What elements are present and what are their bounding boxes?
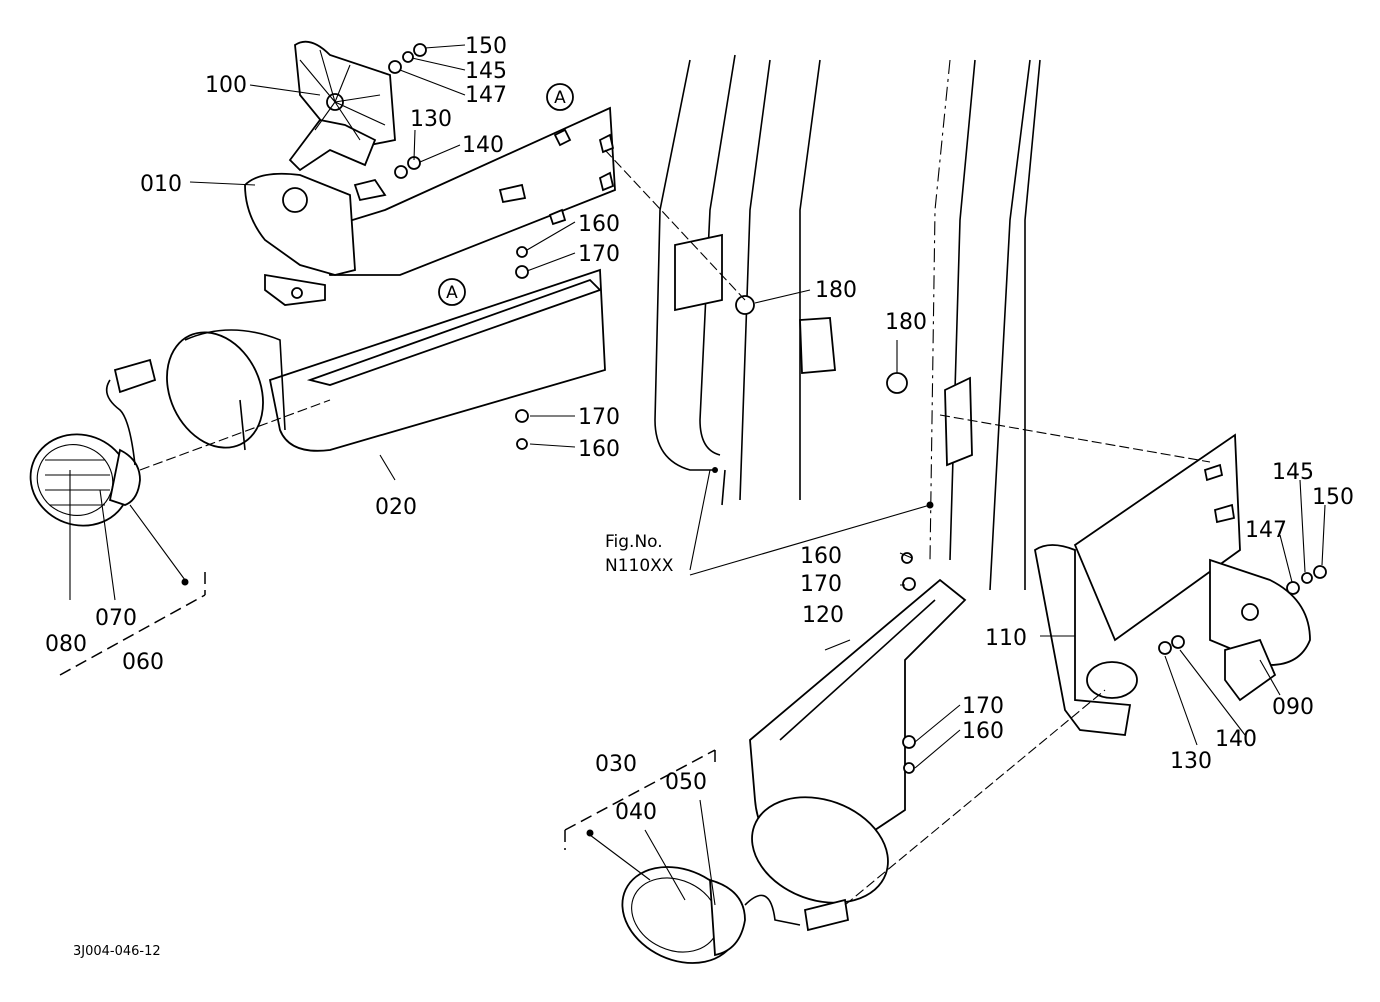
callout-170-b: 170 [578, 405, 620, 430]
housing-020 [166, 268, 606, 452]
callout-170-a: 170 [578, 242, 620, 267]
reference-dots [181, 467, 934, 837]
callout-030: 030 [595, 752, 637, 777]
callout-130-right: 130 [1170, 749, 1212, 774]
callout-020: 020 [375, 495, 417, 520]
callout-147-left: 147 [465, 83, 507, 108]
figure-ref-line2: N110XX [605, 556, 674, 576]
lamp-030 [621, 866, 850, 964]
callout-040: 040 [615, 800, 657, 825]
bracket-010 [244, 106, 616, 306]
callout-140-left: 140 [462, 133, 504, 158]
callout-060: 060 [122, 650, 164, 675]
lamp-060 [29, 358, 157, 527]
callout-070: 070 [95, 606, 137, 631]
frame-pillar [654, 54, 1041, 591]
callout-150-right: 150 [1312, 485, 1354, 510]
callout-100: 100 [205, 73, 247, 98]
callout-180-a: 180 [815, 278, 857, 303]
marker-a-top: A [546, 83, 574, 111]
hardware [388, 43, 1327, 774]
marker-a-mid: A [438, 278, 466, 306]
figure-ref-line1: Fig.No. [605, 532, 663, 552]
reflector-090 [1209, 558, 1311, 702]
callout-180-b: 180 [885, 310, 927, 335]
callout-050: 050 [665, 770, 707, 795]
callout-147-right: 147 [1245, 518, 1287, 543]
callout-145-right: 145 [1272, 460, 1314, 485]
leader-lines [59, 44, 1326, 906]
callout-120: 120 [802, 603, 844, 628]
callout-080: 080 [45, 632, 87, 657]
callout-110: 110 [985, 626, 1027, 651]
callout-150-left: 150 [465, 34, 507, 59]
callout-160-d: 160 [962, 719, 1004, 744]
callout-090: 090 [1272, 695, 1314, 720]
reflector-100 [288, 40, 396, 172]
callout-170-d: 170 [962, 694, 1004, 719]
drawing-code: 3J004-046-12 [73, 944, 161, 959]
callout-labels: 150 145 147 100 130 140 010 160 170 170 … [45, 34, 1354, 959]
callout-160-b: 160 [578, 437, 620, 462]
callout-140-right: 140 [1215, 727, 1257, 752]
callout-145-left: 145 [465, 59, 507, 84]
callout-010: 010 [140, 172, 182, 197]
callout-160-c: 160 [800, 544, 842, 569]
callout-160-a: 160 [578, 212, 620, 237]
callout-130-left: 130 [410, 107, 452, 132]
bracket-110 [1034, 433, 1241, 736]
callout-170-c: 170 [800, 572, 842, 597]
marker-a-mid-label: A [446, 283, 458, 303]
pillar-plates [674, 233, 973, 467]
marker-a-top-label: A [554, 88, 566, 108]
housing-120 [749, 578, 967, 904]
